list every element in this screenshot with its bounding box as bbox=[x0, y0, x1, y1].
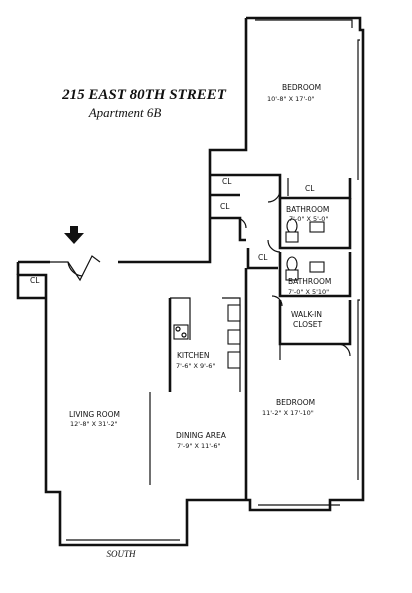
bedroom-bottom-label: BEDROOM bbox=[276, 398, 315, 407]
plan-title: 215 EAST 80TH STREET bbox=[61, 87, 227, 103]
living-room-label: LIVING ROOM bbox=[69, 410, 120, 419]
bathroom-1-label: BATHROOM bbox=[286, 205, 329, 214]
bathroom-1-size: 7'-0" X 5'-0" bbox=[289, 215, 328, 223]
closet-hall-1-label: CL bbox=[222, 177, 232, 186]
closet-entry-label: CL bbox=[30, 276, 40, 285]
living-room-size: 12'-8" X 31'-2" bbox=[70, 420, 118, 428]
closet-bath-label: CL bbox=[258, 253, 268, 262]
bedroom-top-size: 10'-8" X 17'-0" bbox=[267, 95, 315, 103]
compass-south-label: SOUTH bbox=[106, 549, 136, 559]
entry-door bbox=[50, 255, 101, 282]
dining-area-label: DINING AREA bbox=[176, 431, 227, 440]
closet-bedroom-label: CL bbox=[305, 184, 315, 193]
dining-area-size: 7'-9" X 11'-6" bbox=[177, 442, 221, 450]
bedroom-bottom-size: 11'-2" X 17'-10" bbox=[262, 409, 314, 417]
bathroom-2-label: BATHROOM bbox=[288, 277, 331, 286]
kitchen-fixtures bbox=[173, 304, 241, 369]
interior-walls bbox=[149, 173, 352, 500]
door-swings bbox=[235, 189, 351, 357]
plan-subtitle: Apartment 6B bbox=[88, 105, 162, 120]
kitchen-size: 7'-6" X 9'-6" bbox=[176, 362, 215, 370]
bathroom-2-size: 7'-0" X 5'10" bbox=[288, 288, 329, 296]
arrow-down-icon bbox=[64, 226, 84, 244]
walk-in-closet-label-2: CLOSET bbox=[293, 320, 323, 329]
closet-hall-2-label: CL bbox=[220, 202, 230, 211]
bedroom-top-label: BEDROOM bbox=[282, 83, 321, 92]
bathroom-fixtures bbox=[285, 218, 325, 281]
outer-walls bbox=[16, 16, 365, 547]
kitchen-label: KITCHEN bbox=[177, 351, 210, 360]
walk-in-closet-label: WALK-IN bbox=[291, 310, 322, 319]
